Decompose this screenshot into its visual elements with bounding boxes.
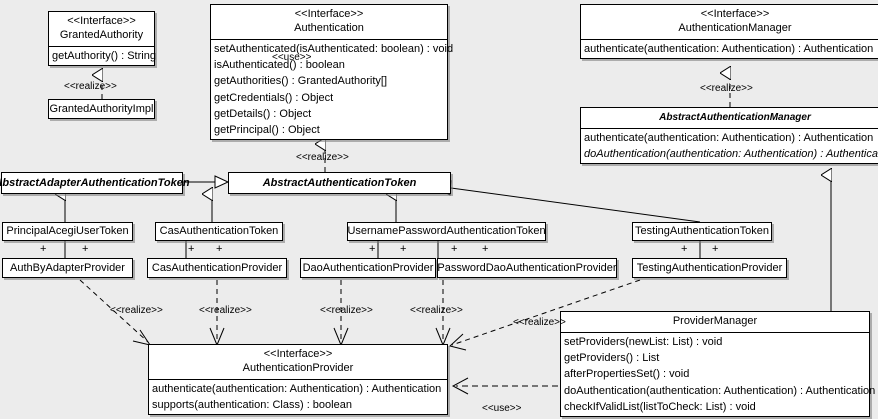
class-name: AuthByAdapterProvider (10, 261, 125, 274)
operation: authenticate(authentication: Authenticat… (584, 132, 874, 144)
class-granted-authority-impl[interactable]: GrantedAuthorityImpl (48, 99, 155, 119)
class-name: AbstractAuthenticationToken (262, 176, 417, 189)
divider (149, 379, 447, 380)
class-header: <<Interface>> AuthenticationProvider (149, 345, 447, 379)
operations-compartment: authenticate(authentication: Authenticat… (149, 380, 447, 414)
class-dao-authentication-provider[interactable]: DaoAuthenticationProvider (300, 258, 436, 278)
class-principal-acegi-user-token[interactable]: PrincipalAcegiUserToken (2, 222, 133, 241)
stereotype-label: <<Interface>> (294, 8, 364, 20)
operation: setProviders(newList: List) : void (564, 336, 723, 348)
class-authentication-manager[interactable]: <<Interface>> AuthenticationManager auth… (580, 4, 878, 60)
divider (211, 39, 447, 40)
stereotype-label: <<Interface>> (263, 348, 333, 360)
stereotype-label: <<Interface>> (67, 15, 136, 27)
class-cas-authentication-provider[interactable]: CasAuthenticationProvider (147, 258, 287, 278)
edge-label-realize-dao-provider: <<realize>> (320, 305, 373, 316)
operations-compartment: authenticate(authentication: Authenticat… (581, 129, 878, 163)
edge-label-realize-granted-authority-impl: <<realize>> (64, 81, 117, 92)
divider (581, 39, 878, 40)
operations-compartment: authenticate(authentication: Authenticat… (581, 40, 878, 58)
class-name: GrantedAuthorityImpl (49, 102, 154, 115)
association-marker: + (82, 243, 89, 255)
class-password-dao-authentication-provider[interactable]: PasswordDaoAuthenticationProvider (437, 258, 617, 278)
edge-label-realize-password-dao-provider: <<realize>> (410, 305, 463, 316)
class-header: ProviderManager (561, 312, 869, 332)
operation: authenticate(authentication: Authenticat… (152, 383, 442, 395)
association-marker: + (482, 243, 489, 255)
class-name: AuthenticationProvider (242, 362, 354, 374)
class-abstract-authentication-token[interactable]: AbstractAuthenticationToken (228, 172, 451, 194)
class-name: DaoAuthenticationProvider (302, 261, 434, 274)
association-marker: + (451, 243, 458, 255)
association-marker: + (216, 243, 223, 255)
edge-label-realize-cas-provider: <<realize>> (199, 305, 252, 316)
class-name: PasswordDaoAuthenticationProvider (437, 261, 617, 274)
class-authentication-provider[interactable]: <<Interface>> AuthenticationProvider aut… (148, 344, 448, 416)
operation: getDetails() : Object (214, 107, 312, 120)
class-provider-manager[interactable]: ProviderManager setProviders(newList: Li… (560, 311, 876, 418)
operation: checkIfValidList(listToCheck: List) : vo… (564, 400, 756, 413)
class-header: <<Interface>> GrantedAuthority (49, 12, 154, 46)
operation: getPrincipal() : Object (214, 124, 320, 137)
class-name: AbstractAuthenticationManager (659, 112, 811, 123)
class-header: <<Interface>> Authentication (211, 5, 447, 39)
class-name: CasAuthenticationProvider (151, 261, 283, 274)
association-marker: + (681, 243, 688, 255)
association-marker: + (400, 243, 407, 255)
divider (581, 128, 878, 129)
edge-label-realize-abstract-manager: <<realize>> (700, 83, 753, 94)
association-marker: + (188, 243, 195, 255)
operation: afterPropertiesSet() : void (564, 368, 690, 381)
class-name: TestingAuthenticationToken (635, 225, 769, 237)
operation: getAuthorities() : GrantedAuthority[] (214, 75, 388, 88)
operations-compartment: getAuthority() : String (49, 47, 156, 65)
operation: authenticate(authentication: Authenticat… (584, 43, 874, 55)
edge-label-realize-auth-by-adapter: <<realize>> (110, 305, 163, 316)
association-marker: + (712, 243, 719, 255)
class-granted-authority[interactable]: <<Interface>> GrantedAuthority getAuthor… (48, 11, 156, 67)
class-name: TestingAuthenticationProvider (636, 261, 783, 274)
stereotype-label: <<Interface>> (700, 8, 770, 20)
operations-compartment: setProviders(newList: List) : void getPr… (561, 333, 876, 416)
class-auth-by-adapter-provider[interactable]: AuthByAdapterProvider (2, 258, 133, 278)
class-name: AuthenticationManager (678, 22, 792, 34)
class-name: AbstractAdapterAuthenticationToken (0, 176, 190, 189)
operation-abstract: doAuthentication(authentication: Authent… (584, 148, 878, 161)
class-abstract-adapter-authentication-token[interactable]: AbstractAdapterAuthenticationToken (0, 172, 190, 194)
divider (49, 46, 154, 47)
class-name: ProviderManager (672, 315, 758, 327)
operation: doAuthentication(authentication: Authent… (564, 384, 876, 397)
class-testing-authentication-token[interactable]: TestingAuthenticationToken (632, 222, 772, 241)
operation: getCredentials() : Object (214, 91, 334, 104)
edge-label-use-granted-authority: <<use>> (272, 52, 312, 63)
operations-compartment: setAuthenticated(isAuthenticated: boolea… (211, 40, 454, 139)
class-name: GrantedAuthority (59, 29, 144, 41)
class-header: <<Interface>> AuthenticationManager (581, 5, 878, 39)
edge-label-realize-abstract-token: <<realize>> (296, 152, 349, 163)
edge-label-use-provider-manager: <<use>> (482, 403, 522, 414)
operation: setAuthenticated(isAuthenticated: boolea… (214, 43, 454, 55)
operation: getProviders() : List (564, 352, 660, 365)
association-marker: + (40, 243, 47, 255)
class-abstract-authentication-manager[interactable]: AbstractAuthenticationManager authentica… (580, 107, 878, 165)
class-testing-authentication-provider[interactable]: TestingAuthenticationProvider (632, 258, 787, 278)
class-name: PrincipalAcegiUserToken (6, 225, 129, 237)
divider (561, 332, 869, 333)
class-username-password-authentication-token[interactable]: UsernamePasswordAuthenticationToken (347, 222, 546, 241)
class-cas-authentication-token[interactable]: CasAuthenticationToken (155, 222, 283, 241)
class-name: CasAuthenticationToken (159, 225, 279, 237)
operation: isAuthenticated() : boolean (214, 59, 345, 72)
class-name: Authentication (294, 22, 364, 34)
class-name: UsernamePasswordAuthenticationToken (347, 225, 546, 237)
operation: getAuthority() : String (52, 50, 156, 62)
class-header: AbstractAuthenticationManager (581, 108, 878, 128)
class-authentication[interactable]: <<Interface>> Authentication setAuthenti… (210, 4, 454, 141)
operation: supports(authentication: Class) : boolea… (152, 399, 352, 412)
association-marker: + (369, 243, 376, 255)
edge-label-realize-testing-provider: <<realize>> (513, 317, 566, 328)
